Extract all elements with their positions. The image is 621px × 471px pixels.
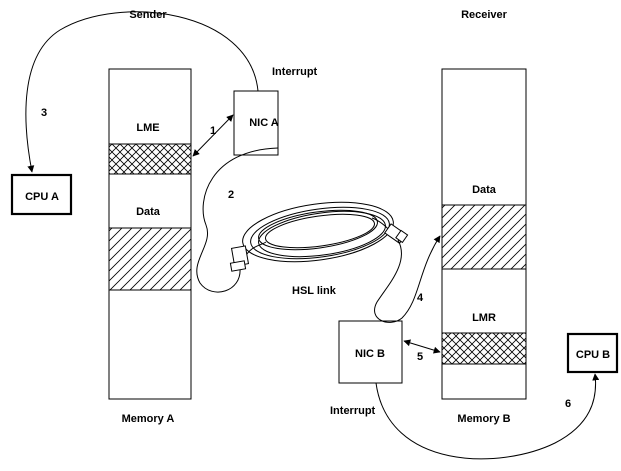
step-1-label: 1 [210, 125, 216, 137]
sender-data-region [109, 228, 191, 290]
sender-title: Sender [129, 9, 167, 21]
nic-b-label: NIC B [355, 348, 385, 360]
nic-a-label: NIC A [249, 117, 279, 129]
lmr-label: LMR [472, 312, 496, 324]
sender-interrupt-label: Interrupt [272, 66, 318, 78]
step-4-label: 4 [417, 292, 424, 304]
cpu-b-label: CPU B [576, 349, 610, 361]
receiver-connector-icon [385, 224, 408, 243]
memory-a-label: Memory A [122, 413, 175, 425]
sender-data-label: Data [136, 206, 161, 218]
cpu-a-label: CPU A [25, 191, 59, 203]
lmr-region [442, 333, 526, 364]
step-3-label: 3 [41, 107, 47, 119]
receiver-data-region [442, 205, 526, 269]
receiver-data-label: Data [472, 184, 497, 196]
sender-connector-icon [230, 246, 248, 271]
step-5-label: 5 [417, 351, 423, 363]
receiver-title: Receiver [461, 9, 508, 21]
step-6-label: 6 [565, 398, 571, 410]
hsl-link-label: HSL link [292, 285, 337, 297]
step-4-path [375, 236, 440, 322]
lme-region [109, 144, 191, 174]
hsl-link-cable [239, 194, 397, 271]
lme-label: LME [136, 122, 159, 134]
receiver-interrupt-label: Interrupt [330, 405, 376, 417]
step-2-label: 2 [228, 189, 234, 201]
memory-b-label: Memory B [457, 413, 510, 425]
